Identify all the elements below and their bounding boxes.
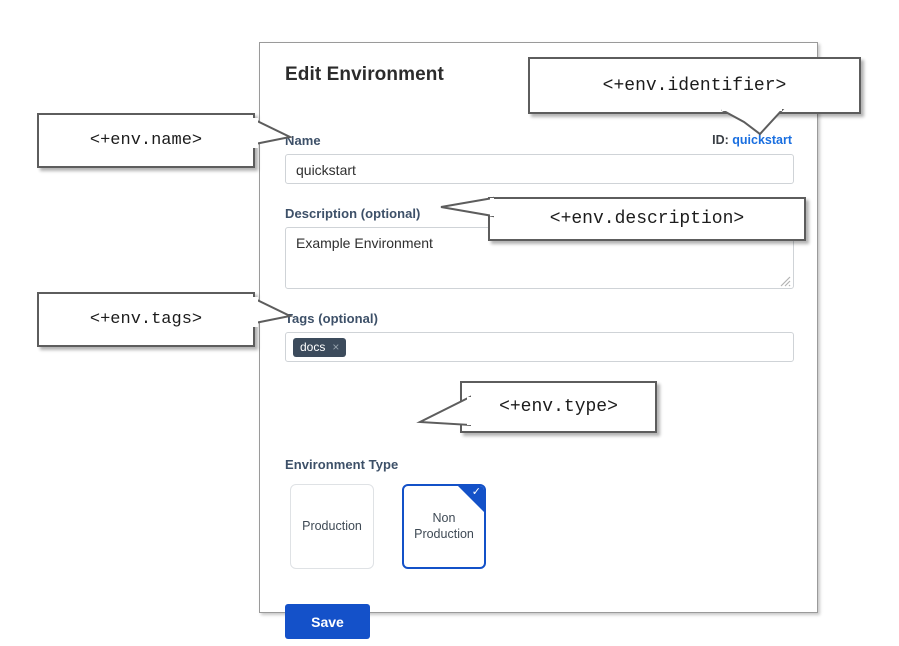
tag-remove-icon[interactable]: × [332, 339, 340, 354]
check-icon: ✓ [471, 486, 481, 498]
tag-chip[interactable]: docs × [293, 337, 347, 357]
callout-env-description-tail [440, 196, 494, 218]
tags-input[interactable]: docs × [285, 332, 794, 362]
page-title: Edit Environment [285, 64, 444, 85]
env-type-option-non-production[interactable]: Non Production ✓ [402, 484, 486, 569]
name-input[interactable]: quickstart [285, 154, 794, 184]
callout-env-type-tail [416, 395, 471, 427]
env-type-option-non-production-label: Non Production [414, 511, 474, 542]
resize-grip-icon[interactable] [778, 274, 791, 287]
tag-chip-label: docs [300, 339, 326, 354]
selected-corner-badge [458, 486, 484, 512]
callout-env-description: <+env.description> [488, 197, 806, 241]
tags-label: Tags (optional) [285, 311, 378, 326]
save-button[interactable]: Save [285, 604, 370, 639]
callout-env-tags-tail [250, 297, 294, 327]
callout-env-name-tail [250, 118, 294, 148]
callout-env-identifier-tail [721, 107, 785, 136]
environment-id-prefix: ID: [712, 133, 729, 147]
environment-id-row: ID: quickstart [712, 133, 792, 147]
callout-env-name: <+env.name> [37, 113, 255, 168]
callout-env-identifier: <+env.identifier> [528, 57, 861, 114]
env-type-option-production-label: Production [302, 518, 362, 533]
name-label: Name [285, 133, 321, 148]
env-type-option-production[interactable]: Production [290, 484, 374, 569]
callout-env-tags: <+env.tags> [37, 292, 255, 347]
env-type-line-2: Production [414, 526, 474, 541]
description-value: Example Environment [296, 235, 433, 251]
description-label: Description (optional) [285, 206, 421, 221]
environment-type-label: Environment Type [285, 457, 399, 472]
environment-id-link[interactable]: quickstart [732, 133, 792, 147]
env-type-line-1: Non [432, 510, 456, 525]
edit-environment-panel: Edit Environment Name ID: quickstart qui… [259, 42, 818, 639]
callout-env-type: <+env.type> [460, 381, 657, 433]
